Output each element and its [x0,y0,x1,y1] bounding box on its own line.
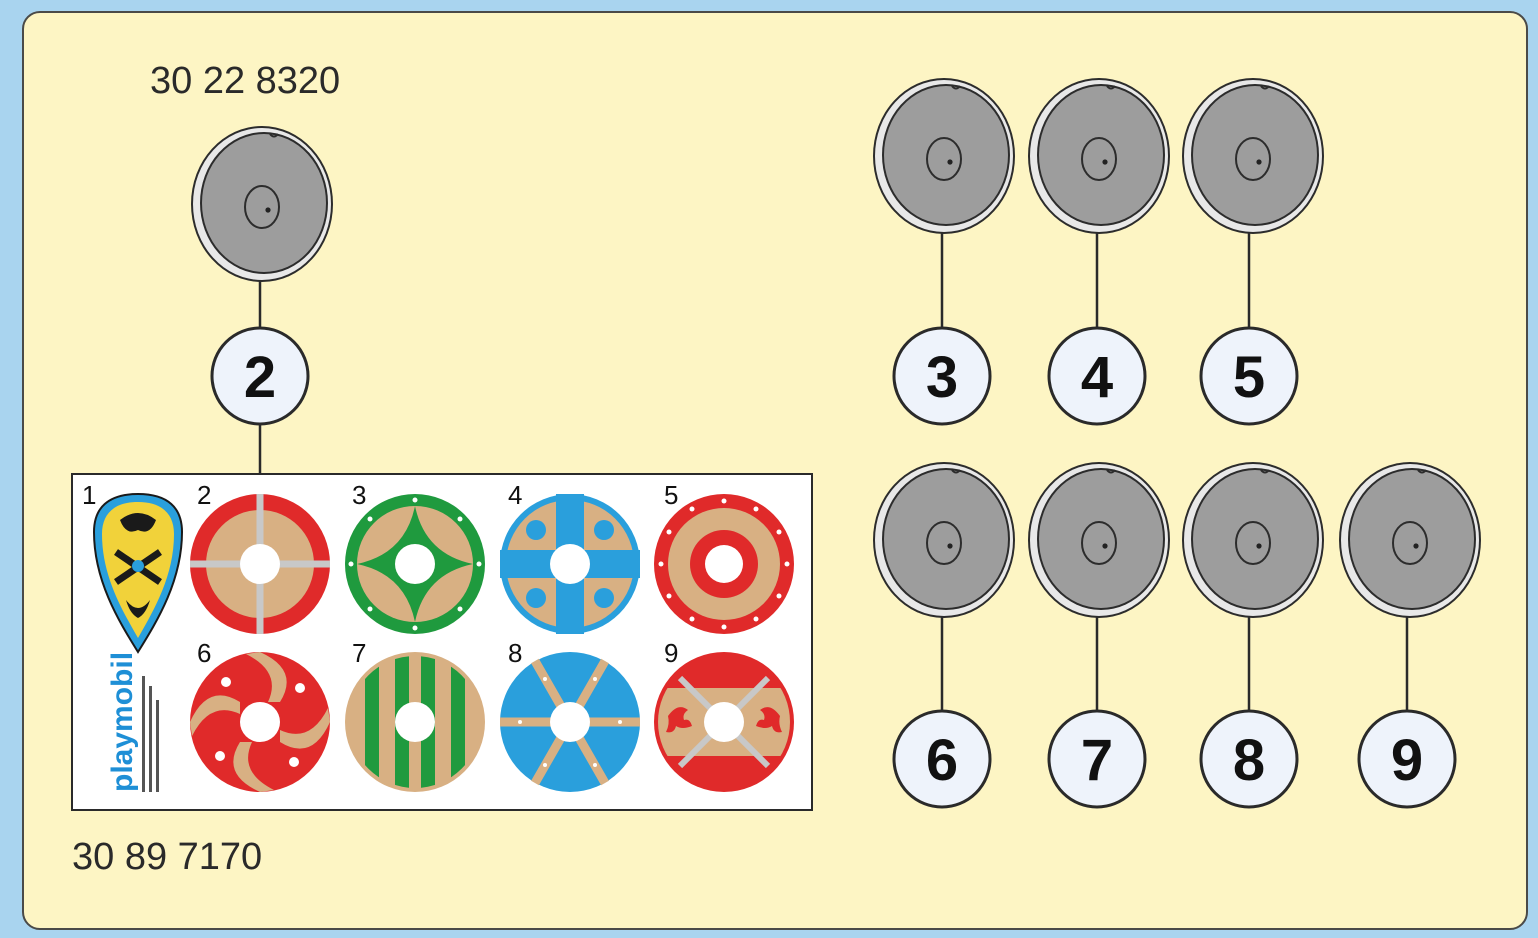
svg-text:1: 1 [82,480,96,510]
callout-number: 4 [1081,345,1113,410]
callout-number: 2 [244,345,276,410]
shield-part-2 [191,126,333,282]
callout-4: 4 [1049,328,1145,424]
svg-text:8: 8 [508,638,522,668]
callout-5: 5 [1201,328,1297,424]
shield-part-3 [873,78,1015,234]
callout-number: 5 [1233,345,1265,410]
svg-text:5: 5 [664,480,678,510]
svg-text:7: 7 [352,638,366,668]
callout-8: 8 [1201,711,1297,807]
shield-part-7 [1028,462,1170,618]
callout-number: 6 [926,728,958,793]
callout-9: 9 [1359,711,1455,807]
shield-part-9 [1339,462,1481,618]
svg-text:2: 2 [197,480,211,510]
callout-2: 2 [212,328,308,424]
svg-text:playmobil: playmobil [106,652,139,792]
sticker-sheet: 1 2 3 [72,474,812,810]
svg-text:3: 3 [352,480,366,510]
callout-6: 6 [894,711,990,807]
shield-part-8 [1182,462,1324,618]
shield-part-4 [1028,78,1170,234]
shield-part-6 [873,462,1015,618]
shield-part-number: 30 22 8320 [150,60,340,103]
callout-number: 8 [1233,728,1265,793]
callout-number: 7 [1081,728,1113,793]
sticker-sheet-part-number: 30 89 7170 [72,836,262,879]
callout-number: 9 [1391,728,1423,793]
svg-text:6: 6 [197,638,211,668]
svg-text:9: 9 [664,638,678,668]
callout-3: 3 [894,328,990,424]
shield-part-5 [1182,78,1324,234]
callout-7: 7 [1049,711,1145,807]
svg-text:4: 4 [508,480,522,510]
callout-number: 3 [926,345,958,410]
